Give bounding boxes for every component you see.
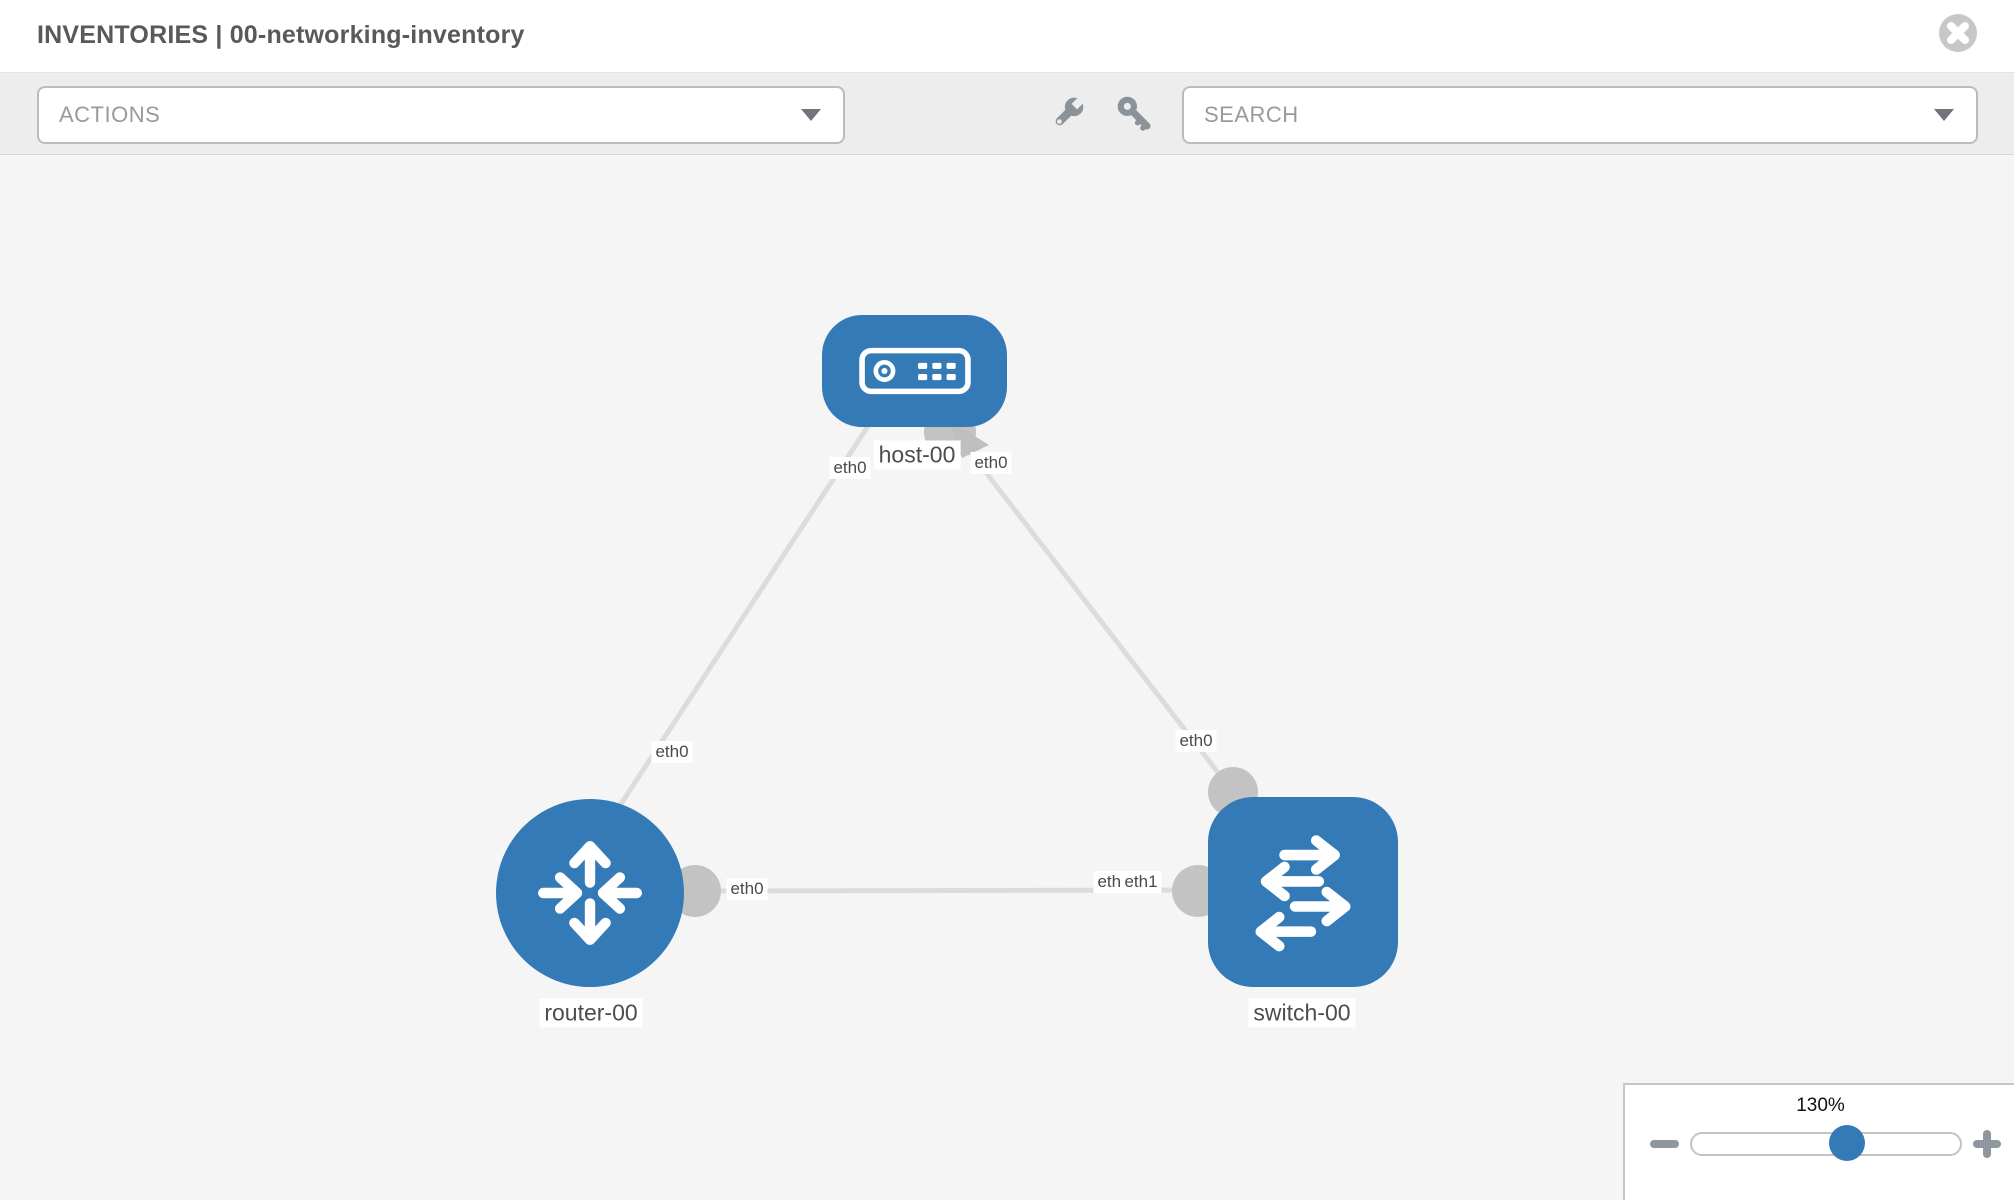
interface-label-host-eth0-left: eth0 bbox=[829, 457, 871, 479]
credentials-button[interactable] bbox=[1109, 88, 1161, 140]
interface-label-switch-eth1: eth1 bbox=[1120, 871, 1162, 893]
chevron-down-icon bbox=[801, 109, 821, 121]
router-icon bbox=[538, 841, 642, 945]
chevron-down-icon bbox=[1934, 109, 1954, 121]
close-icon bbox=[1947, 22, 1969, 44]
node-label-host: host-00 bbox=[873, 440, 961, 470]
panel-header: INVENTORIES | 00-networking-inventory bbox=[0, 0, 2014, 73]
search-dropdown[interactable]: SEARCH bbox=[1182, 86, 1978, 144]
switch-icon bbox=[1255, 835, 1351, 952]
node-switch-00[interactable] bbox=[1208, 797, 1398, 987]
zoom-panel: 130% bbox=[1623, 1083, 2014, 1200]
interface-label-host-eth0-right: eth0 bbox=[970, 452, 1012, 474]
interface-label-switch-eth0: eth0 bbox=[1175, 730, 1217, 752]
node-host-00[interactable] bbox=[822, 315, 1007, 427]
toolbar: ACTIONS SEARCH bbox=[0, 73, 2014, 155]
configure-button[interactable] bbox=[1041, 88, 1093, 140]
actions-dropdown[interactable]: ACTIONS bbox=[37, 86, 845, 144]
key-icon bbox=[1117, 96, 1151, 131]
interface-label-router-eth0: eth0 bbox=[726, 878, 768, 900]
search-dropdown-label: SEARCH bbox=[1204, 102, 1299, 127]
wrench-icon bbox=[1055, 96, 1085, 126]
zoom-slider[interactable] bbox=[1690, 1132, 1962, 1156]
close-button[interactable] bbox=[1939, 14, 1977, 52]
page-title: INVENTORIES | 00-networking-inventory bbox=[37, 21, 525, 49]
topology-links-layer bbox=[614, 406, 1258, 917]
zoom-slider-thumb[interactable] bbox=[1829, 1125, 1865, 1161]
zoom-out-button[interactable] bbox=[1650, 1140, 1679, 1148]
zoom-level: 130% bbox=[1796, 1095, 1845, 1116]
actions-dropdown-label: ACTIONS bbox=[59, 102, 161, 127]
zoom-in-button[interactable] bbox=[1972, 1129, 2002, 1159]
node-label-switch: switch-00 bbox=[1248, 998, 1356, 1028]
node-router-00[interactable] bbox=[496, 799, 684, 987]
node-label-router: router-00 bbox=[539, 998, 643, 1028]
interface-label-router-eth0-uplink: eth0 bbox=[651, 741, 693, 763]
topology-canvas[interactable]: host-00 router-00 switch-00 eth0 eth0 et… bbox=[0, 155, 2014, 1200]
host-icon bbox=[858, 347, 971, 395]
